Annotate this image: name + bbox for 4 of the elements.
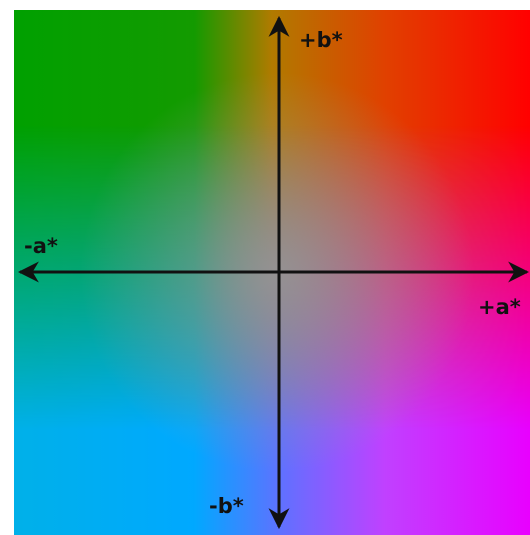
axis-label: +a* — [478, 297, 521, 318]
axis-label: +b* — [299, 30, 343, 51]
axis-label: -b* — [209, 496, 244, 517]
axis-label: -a* — [24, 236, 58, 257]
